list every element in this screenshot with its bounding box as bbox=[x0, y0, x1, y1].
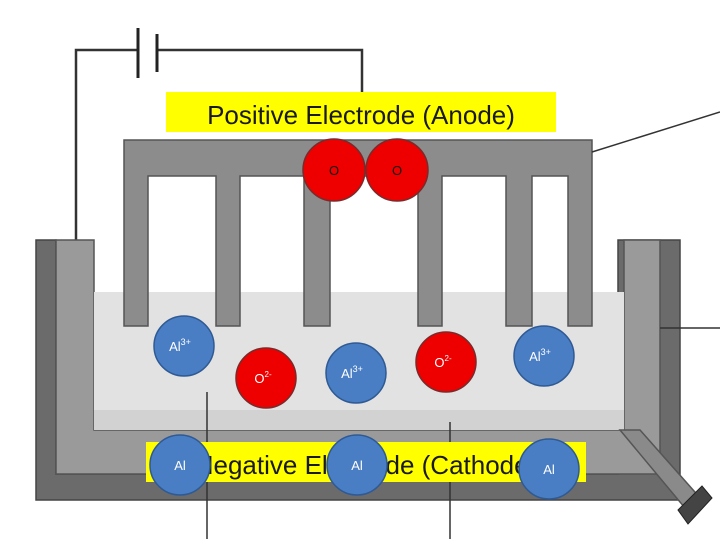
oxygen-atom: O bbox=[302, 138, 366, 202]
svg-text:Al3+: Al3+ bbox=[169, 337, 191, 354]
circuit-wire bbox=[74, 48, 364, 240]
anode-label-text: Positive Electrode (Anode) bbox=[207, 100, 515, 130]
ion-symbol: Al bbox=[341, 366, 353, 381]
aluminium-atom-label: Al bbox=[174, 458, 186, 473]
svg-text:Al3+: Al3+ bbox=[341, 364, 363, 381]
aluminium-ion: Al3+ bbox=[325, 342, 387, 404]
ion-symbol: O bbox=[254, 371, 264, 386]
oxide-ion: O2- bbox=[235, 347, 297, 409]
ion-charge: 3+ bbox=[181, 337, 191, 347]
oxygen-atom-label: O bbox=[329, 163, 339, 178]
battery-cell-symbol bbox=[136, 28, 159, 78]
oxygen-atom-label: O bbox=[392, 163, 402, 178]
svg-text:O2-: O2- bbox=[434, 354, 452, 370]
aluminium-atom-label: Al bbox=[351, 458, 363, 473]
aluminium-atom: Al bbox=[518, 438, 580, 500]
svg-text:O2-: O2- bbox=[254, 370, 272, 386]
anode-label: Positive Electrode (Anode) bbox=[166, 92, 556, 132]
aluminium-atom: Al bbox=[326, 434, 388, 496]
ion-charge: 2- bbox=[445, 354, 452, 363]
aluminium-atom: Al bbox=[149, 434, 211, 496]
electrolyte-bottom-band bbox=[94, 410, 624, 430]
ion-charge: 2- bbox=[265, 370, 272, 379]
tap-pipe bbox=[618, 429, 713, 525]
oxide-ion: O2- bbox=[415, 331, 477, 393]
oxygen-atom: O bbox=[365, 138, 429, 202]
aluminium-ion: Al3+ bbox=[153, 315, 215, 377]
ion-charge: 3+ bbox=[541, 347, 551, 357]
aluminium-atom-label: Al bbox=[543, 462, 555, 477]
aluminium-ion: Al3+ bbox=[513, 325, 575, 387]
ion-symbol: Al bbox=[169, 339, 181, 354]
ion-charge: 3+ bbox=[353, 364, 363, 374]
svg-text:Al3+: Al3+ bbox=[529, 347, 551, 364]
ion-symbol: Al bbox=[529, 349, 541, 364]
ion-symbol: O bbox=[434, 355, 444, 370]
